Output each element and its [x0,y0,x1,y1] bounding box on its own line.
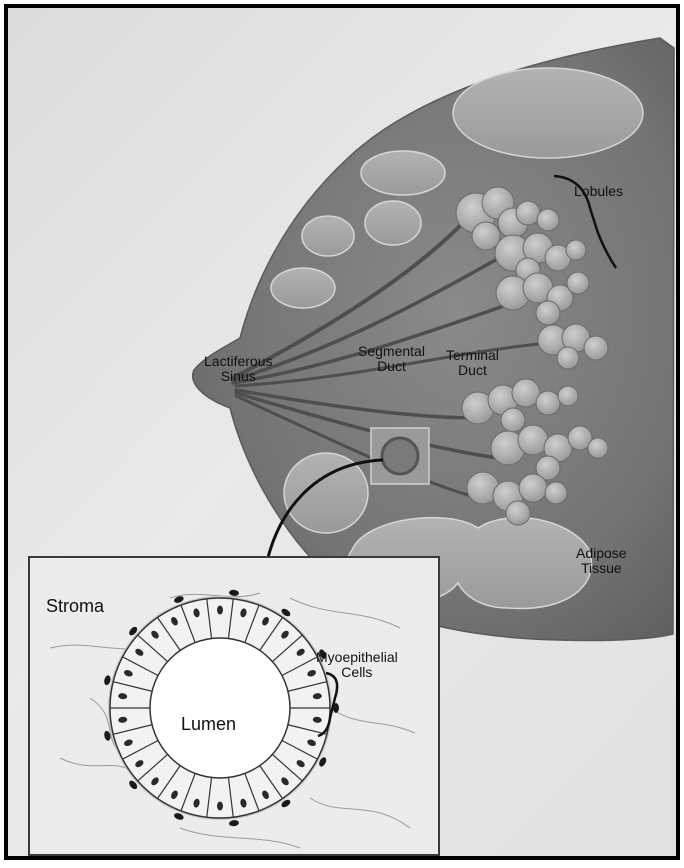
label-lactiferous-sinus-line2: Sinus [221,368,256,384]
label-lactiferous-sinus-line1: Lactiferous [204,353,272,369]
adipose-lobe [453,68,643,158]
label-myoepithelial-line2: Cells [341,664,372,680]
duct-cross-section-thumbnail [382,438,418,474]
label-segmental-duct: Segmental Duct [358,344,425,374]
cell-nucleus [217,606,223,615]
label-myoepithelial-line1: Myoepithelial [316,649,398,665]
duct-cross-section-inset: Stroma Lumen Myoepithelial Cells [28,556,440,856]
adipose-lobe [365,201,421,245]
myoepithelial-nucleus [229,820,240,827]
cell-nucleus [217,802,223,811]
label-adipose-tissue-line1: Adipose [576,545,627,561]
label-lactiferous-sinus: Lactiferous Sinus [204,354,272,384]
label-lumen: Lumen [181,714,236,734]
label-adipose-tissue-line2: Tissue [581,560,622,576]
label-segmental-duct-line1: Segmental [358,343,425,359]
label-stroma-text: Stroma [46,596,104,616]
label-lumen-text: Lumen [181,714,236,734]
label-myoepithelial-cells: Myoepithelial Cells [316,650,398,680]
label-terminal-duct-line2: Duct [458,362,487,378]
adipose-lobe [302,216,354,256]
label-lobules-text: Lobules [574,183,623,199]
adipose-lobe [361,151,445,195]
breast-anatomy-diagram: Lobules Lactiferous Sinus Segmental Duct… [4,4,680,860]
label-terminal-duct-line1: Terminal [446,347,499,363]
label-stroma: Stroma [46,596,104,616]
label-terminal-duct: Terminal Duct [446,348,499,378]
label-adipose-tissue: Adipose Tissue [576,546,627,576]
label-segmental-duct-line2: Duct [377,358,406,374]
lumen [150,638,290,778]
myoepithelial-nucleus [103,675,111,686]
label-lobules: Lobules [574,184,623,199]
adipose-lobe [271,268,335,308]
myoepithelial-nucleus [229,589,240,596]
